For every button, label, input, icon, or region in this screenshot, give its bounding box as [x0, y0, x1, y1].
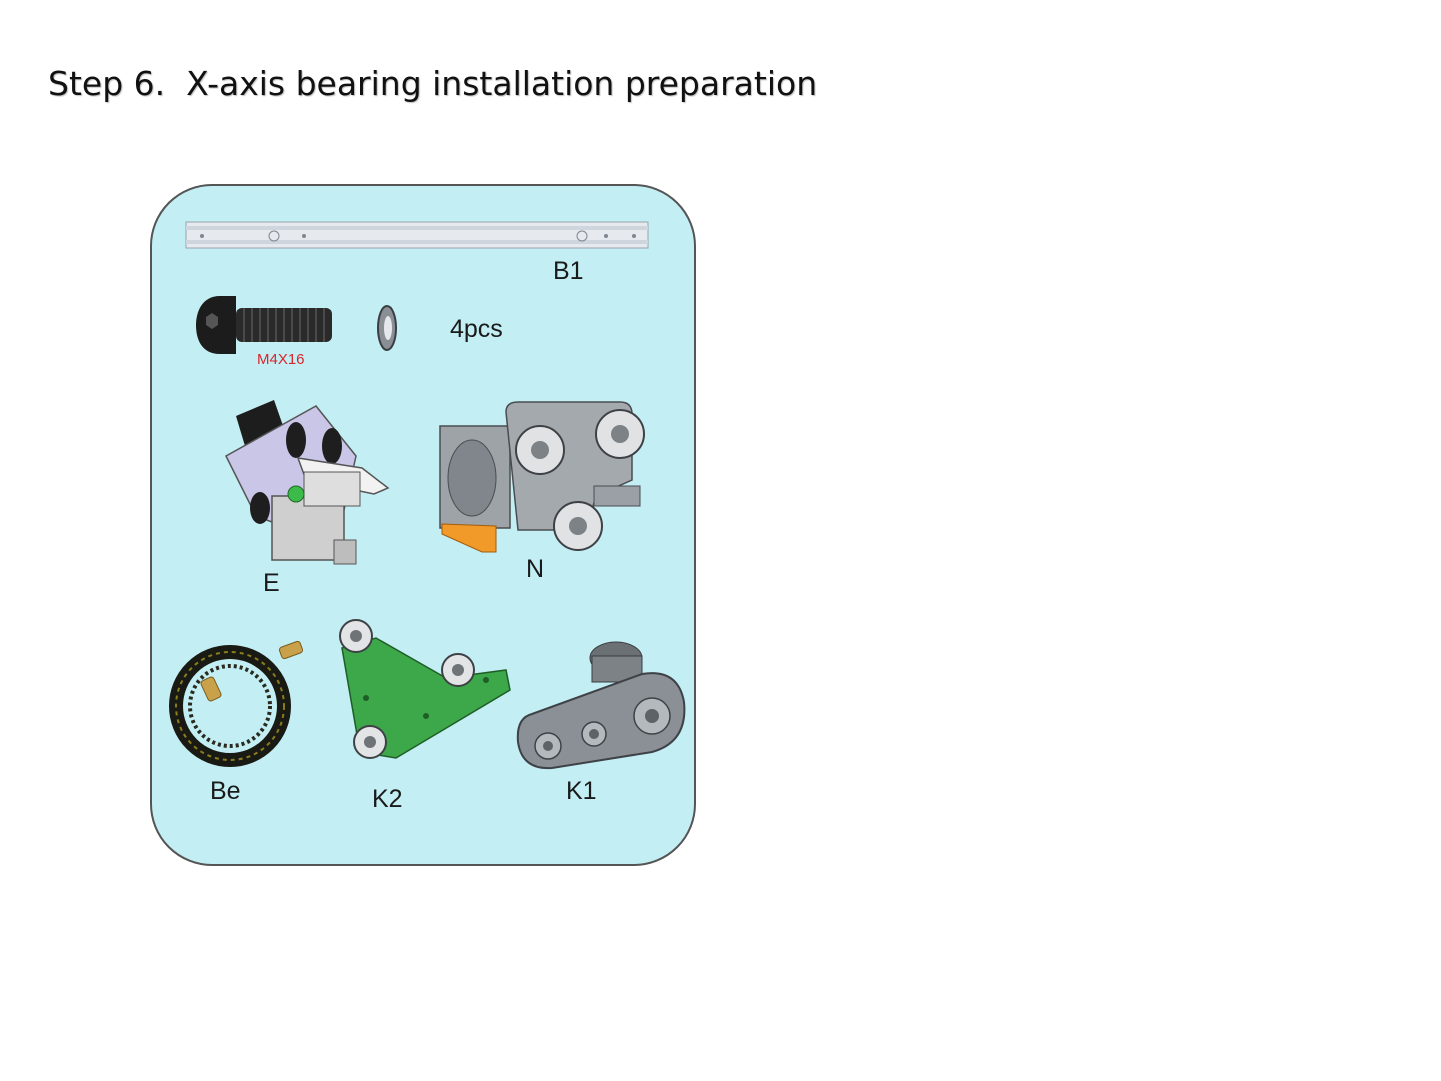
green-wheel-plate-icon: [336, 618, 516, 768]
extruder-assembly-icon: [216, 396, 392, 572]
idler-label: K1: [566, 777, 597, 806]
aluminum-rail-icon: [186, 216, 650, 252]
plate-label: K2: [372, 785, 403, 814]
hotend-carriage-icon: [436, 400, 646, 560]
belt-label: Be: [210, 777, 241, 806]
button-head-screw-icon: [196, 292, 336, 358]
rail-label: B1: [553, 257, 584, 286]
timing-belt-icon: [164, 636, 310, 772]
carriage-label: N: [526, 555, 544, 584]
slide-title: Step 6. X-axis bearing installation prep…: [48, 64, 817, 103]
step-number: Step 6.: [48, 64, 165, 103]
quantity-label: 4pcs: [450, 315, 503, 344]
extruder-label: E: [263, 569, 280, 598]
washer-icon: [376, 304, 398, 352]
screw-label: M4X16: [257, 351, 305, 368]
belt-idler-icon: [512, 638, 690, 774]
step-title: X-axis bearing installation preparation: [186, 64, 817, 103]
